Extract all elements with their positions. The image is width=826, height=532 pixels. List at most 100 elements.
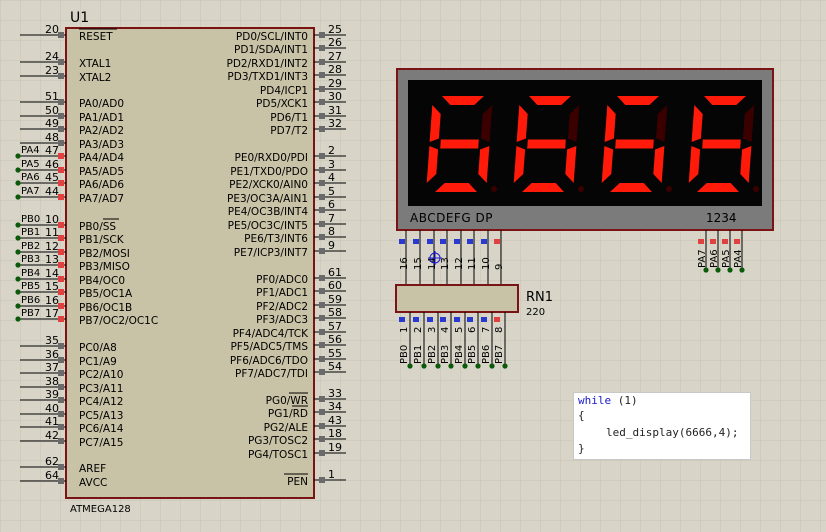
- rn1-body: [395, 284, 519, 313]
- display-seg-pin-16[interactable]: 16: [399, 230, 410, 286]
- mcu-pin-number: 5: [328, 185, 335, 198]
- mcu-pin-number: 45: [45, 171, 59, 184]
- mcu-pin-name: PA1/AD1: [79, 112, 124, 124]
- display-net-label: PA4: [733, 249, 744, 268]
- display-seg-pin-10[interactable]: 10: [481, 230, 492, 286]
- segment-d: [610, 183, 652, 192]
- mcu-pin-name: PB1/SCK: [79, 234, 125, 246]
- display-digit-pin-PA7[interactable]: PA7: [697, 230, 709, 273]
- display-digit-pin-PA5[interactable]: PA5: [721, 230, 733, 273]
- segment-a: [617, 96, 659, 105]
- digit-4: [688, 96, 759, 192]
- mcu-pin-number: 35: [45, 334, 59, 347]
- mcu-pin-name: PB4/OC0: [79, 275, 125, 287]
- display-seg-pin-12[interactable]: 12: [454, 230, 465, 286]
- display-digit-pin-PA6[interactable]: PA6: [709, 230, 721, 273]
- mcu-net-label: PB6: [21, 295, 40, 306]
- display-seg-pin-9[interactable]: 9: [494, 230, 505, 286]
- mcu-atmega128[interactable]: U1 ATMEGA128 20RESET24XTAL123XTAL251PA0/…: [15, 10, 346, 515]
- segment-f: [604, 105, 616, 142]
- display-seg-pin-11[interactable]: 11: [467, 230, 478, 286]
- mcu-pin-name: PB0/SS: [79, 221, 116, 233]
- mcu-pin-number: 43: [328, 414, 342, 427]
- digit-2: [513, 96, 584, 192]
- mcu-pin-name: PE7/ICP3/INT7: [234, 247, 308, 259]
- mcu-pin-number: 8: [328, 225, 335, 238]
- display-digit-pin-PA4[interactable]: PA4: [733, 230, 745, 273]
- display-seg-pin-13[interactable]: 13: [440, 230, 451, 286]
- display-seg-pin-15[interactable]: 15: [413, 230, 424, 286]
